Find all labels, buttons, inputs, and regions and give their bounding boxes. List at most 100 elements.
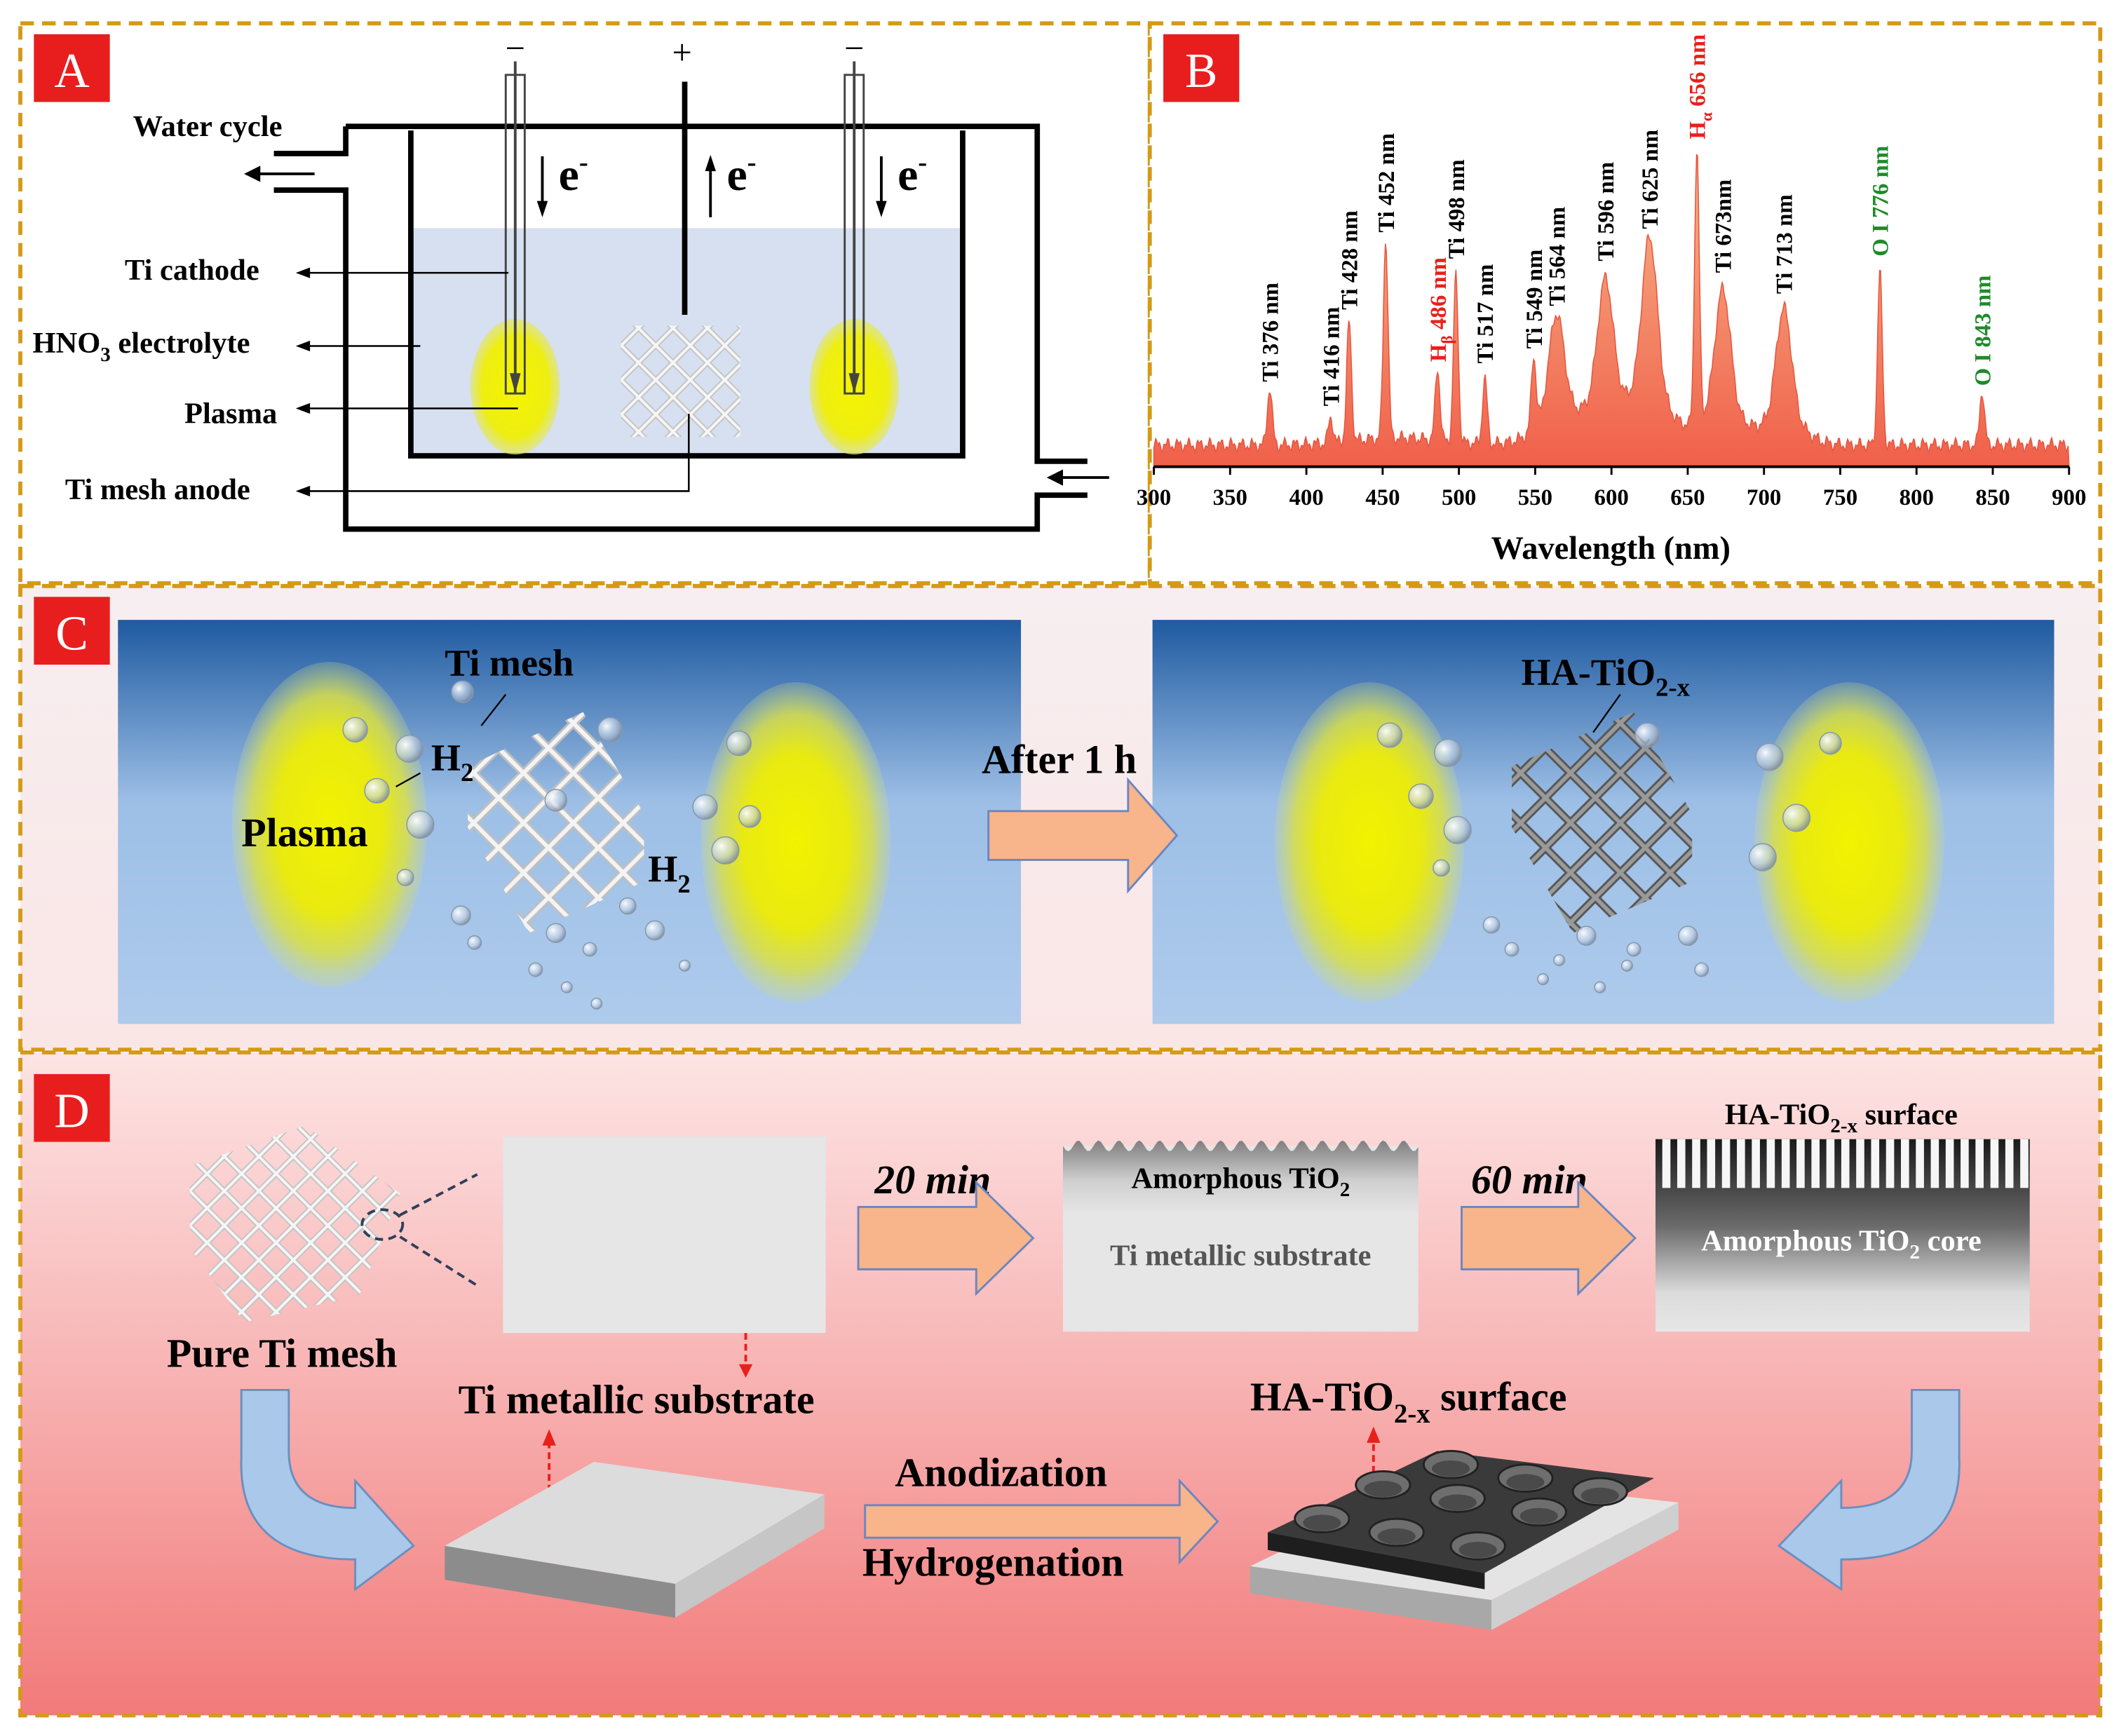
- h2-bubble: [1482, 916, 1501, 934]
- h2-bubble: [1782, 803, 1811, 832]
- nanotube: [1990, 1139, 1999, 1188]
- peak-label: Ti 713 nm: [1773, 194, 1798, 294]
- h2-bubble: [1755, 742, 1784, 771]
- x-tick-label: 400: [1289, 485, 1323, 510]
- nanotube: [1662, 1139, 1671, 1188]
- peak-label: Ti 376 nm: [1258, 283, 1283, 382]
- panel-c-letter: C: [55, 607, 88, 661]
- ti-plate: [445, 1461, 825, 1618]
- x-tick-label: 850: [1975, 485, 2010, 510]
- label-ti-metallic-substrate-small: Ti metallic substrate: [1110, 1240, 1372, 1273]
- ti-mesh-c: [468, 712, 644, 933]
- peak-label: O I 843 nm: [1970, 275, 1996, 386]
- peak-label: O I 776 nm: [1869, 146, 1894, 257]
- nanotube: [1856, 1139, 1864, 1188]
- pore-inner: [1519, 1507, 1558, 1524]
- panel-d: D Pure Ti mesh 20 min Amorphous TiO2 Ti …: [18, 1050, 2103, 1718]
- panel-c-badge: [34, 597, 110, 665]
- nanotube: [1796, 1139, 1805, 1188]
- x-tick-label: 800: [1900, 485, 1934, 510]
- panel-d-badge: [34, 1073, 110, 1142]
- panel-a: A −: [18, 21, 1152, 585]
- peak-label: Ti 673nm: [1712, 179, 1737, 273]
- label-20min: 20 min: [874, 1157, 991, 1202]
- h2-bubble: [544, 789, 568, 812]
- h2-bubble: [1626, 942, 1641, 957]
- h2-bubble: [1537, 973, 1550, 986]
- label-plasma-c: Plasma: [241, 810, 367, 855]
- plus-sign: +: [672, 32, 691, 72]
- pore-inner: [1506, 1474, 1545, 1491]
- panel-b-border: [1147, 21, 2103, 585]
- electron-down-right: e-: [876, 148, 927, 217]
- h2-bubble: [1443, 815, 1472, 844]
- plasma-c1: [231, 662, 428, 988]
- outflow-arrow: [244, 165, 315, 182]
- after-arrow: [987, 777, 1179, 894]
- inner-cell: [408, 130, 966, 459]
- peak-label: Ti 564 nm: [1545, 207, 1570, 306]
- h2-bubble: [726, 730, 752, 757]
- h2-bubble: [1748, 843, 1777, 872]
- h2-bubble: [451, 680, 474, 703]
- peak-label: Ti 416 nm: [1320, 307, 1345, 407]
- h2-bubble: [590, 997, 603, 1010]
- nanotube: [1945, 1139, 1954, 1188]
- peak-label: Hβ 486 nm: [1426, 257, 1457, 362]
- x-axis-label: Wavelength (nm): [1491, 531, 1730, 567]
- x-tick-label: 700: [1747, 485, 1781, 510]
- h2-leader: [395, 772, 421, 787]
- x-tick-label: 350: [1213, 485, 1247, 510]
- pore-inner: [1303, 1514, 1341, 1531]
- label-amorphous-tio2: Amorphous TiO2: [1131, 1162, 1350, 1201]
- panel-b-letter: B: [1185, 44, 1217, 98]
- cathode-right: [844, 61, 865, 395]
- nanotube: [1975, 1139, 1984, 1188]
- peak-label: Ti 596 nm: [1594, 162, 1619, 262]
- zoom-circle: [360, 1208, 405, 1241]
- h2-bubble: [582, 942, 597, 957]
- label-electrolyte: HNO3 electrolyte: [32, 327, 250, 366]
- panel-a-letter: A: [54, 44, 89, 98]
- h2-bubble: [546, 923, 567, 944]
- plasma-c4: [1754, 682, 1944, 1003]
- h2-bubble: [1376, 722, 1403, 748]
- x-tick-label: 300: [1137, 485, 1171, 510]
- h2-bubble: [618, 897, 637, 915]
- outer-jacket: [346, 123, 1088, 464]
- x-tick-label: 750: [1823, 485, 1857, 510]
- nanotube: [1811, 1139, 1820, 1188]
- h2-bubble: [560, 981, 573, 994]
- h2-bubble: [692, 794, 718, 820]
- label-pure-ti-mesh: Pure Ti mesh: [167, 1331, 398, 1376]
- nanotube: [1930, 1139, 1939, 1188]
- peak-label: Ti 452 nm: [1374, 133, 1400, 233]
- peak-label: Ti 517 nm: [1473, 264, 1498, 364]
- electron-down-left: e-: [536, 148, 588, 217]
- x-tick-label: 650: [1670, 485, 1705, 510]
- zoom-line-top: [399, 1173, 478, 1216]
- h2-bubble: [711, 836, 740, 864]
- nanotube: [1901, 1139, 1909, 1188]
- panel-b-badge: [1163, 34, 1240, 102]
- h2-bubble: [1553, 954, 1566, 966]
- electron-label-right: e-: [898, 148, 927, 201]
- nanotube: [1871, 1139, 1880, 1188]
- cathode-left: [504, 61, 526, 395]
- h2-bubble: [1433, 859, 1450, 877]
- pore-inner: [1580, 1487, 1619, 1504]
- arrow-anodization: [864, 1478, 1219, 1565]
- h2-bubble: [597, 717, 623, 742]
- minus-right: −: [844, 29, 864, 68]
- nanotube: [2005, 1139, 2014, 1188]
- panel-a-badge: [34, 34, 110, 102]
- h2-bubble: [1408, 783, 1434, 809]
- arrow-60min: [1461, 1180, 1637, 1296]
- ti-mesh-leader: [480, 693, 507, 726]
- x-tick-label: 550: [1518, 485, 1552, 510]
- h2-bubble: [1504, 942, 1519, 957]
- plasma-c2: [700, 682, 891, 1003]
